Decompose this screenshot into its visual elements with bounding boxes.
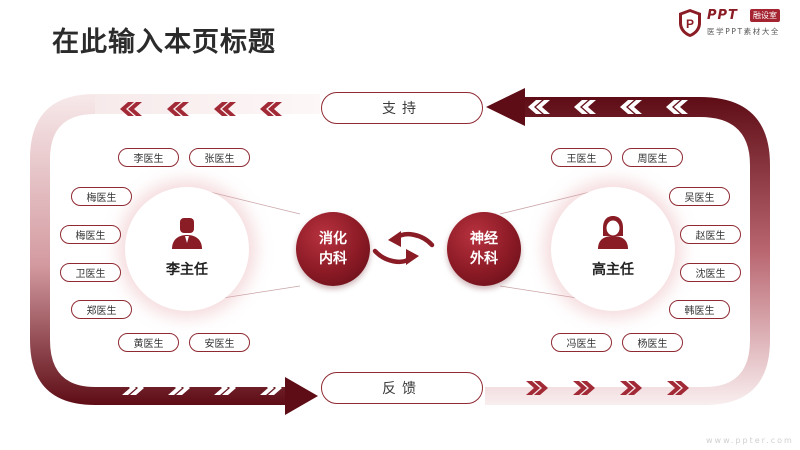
department-left-line2: 内科 (319, 251, 347, 267)
doctor-pill: 张医生 (189, 148, 250, 167)
doctor-pill: 杨医生 (622, 333, 683, 352)
logo-subtitle: 医学PPT素材大全 (707, 27, 781, 36)
top-right-chevrons (528, 100, 688, 114)
page-title: 在此输入本页标题 (52, 27, 276, 58)
department-left: 消化 内科 (296, 212, 370, 286)
right-frame-band (485, 97, 770, 405)
svg-text:P: P (686, 17, 694, 31)
department-left-line1: 消化 (319, 231, 347, 247)
director-circle-right: 高主任 (551, 187, 675, 311)
doctor-pill: 卫医生 (60, 263, 121, 282)
bottom-left-chevrons (122, 381, 282, 395)
left-frame-band (30, 94, 320, 405)
doctor-pill: 梅医生 (60, 225, 121, 244)
doctor-pill: 王医生 (551, 148, 612, 167)
logo-tag: 融设室 (750, 9, 780, 22)
doctor-pill: 周医生 (622, 148, 683, 167)
doctor-pill: 黄医生 (118, 333, 179, 352)
department-right: 神经 外科 (447, 212, 521, 286)
website-watermark: www.ppter.com (706, 436, 794, 445)
top-arrow-head (486, 88, 525, 126)
bottom-right-chevrons (526, 381, 689, 395)
doctor-pill: 冯医生 (551, 333, 612, 352)
doctor-pill: 梅医生 (71, 187, 132, 206)
doctor-pill: 韩医生 (669, 300, 730, 319)
department-right-line2: 外科 (470, 251, 498, 267)
bottom-arrow-head (285, 377, 318, 415)
director-name-left: 李主任 (166, 262, 208, 278)
male-user-icon (172, 218, 202, 249)
department-right-line1: 神经 (470, 231, 498, 247)
support-label: 支持 (321, 92, 483, 124)
director-circle-left: 李主任 (125, 187, 249, 311)
shield-p-icon: P (679, 9, 701, 37)
doctor-pill: 安医生 (189, 333, 250, 352)
director-name-right: 高主任 (592, 262, 634, 278)
doctor-pill: 李医生 (118, 148, 179, 167)
female-user-icon (598, 216, 628, 249)
doctor-pill: 沈医生 (680, 263, 741, 282)
doctor-pill: 郑医生 (71, 300, 132, 319)
top-left-chevrons (120, 102, 282, 116)
logo-brand: PPT (707, 8, 738, 23)
exchange-arrows-icon (372, 231, 435, 265)
doctor-pill: 赵医生 (680, 225, 741, 244)
feedback-label: 反馈 (321, 372, 483, 404)
doctor-pill: 吴医生 (669, 187, 730, 206)
brand-logo: P PPT 融设室 医学PPT素材大全 (677, 6, 795, 42)
